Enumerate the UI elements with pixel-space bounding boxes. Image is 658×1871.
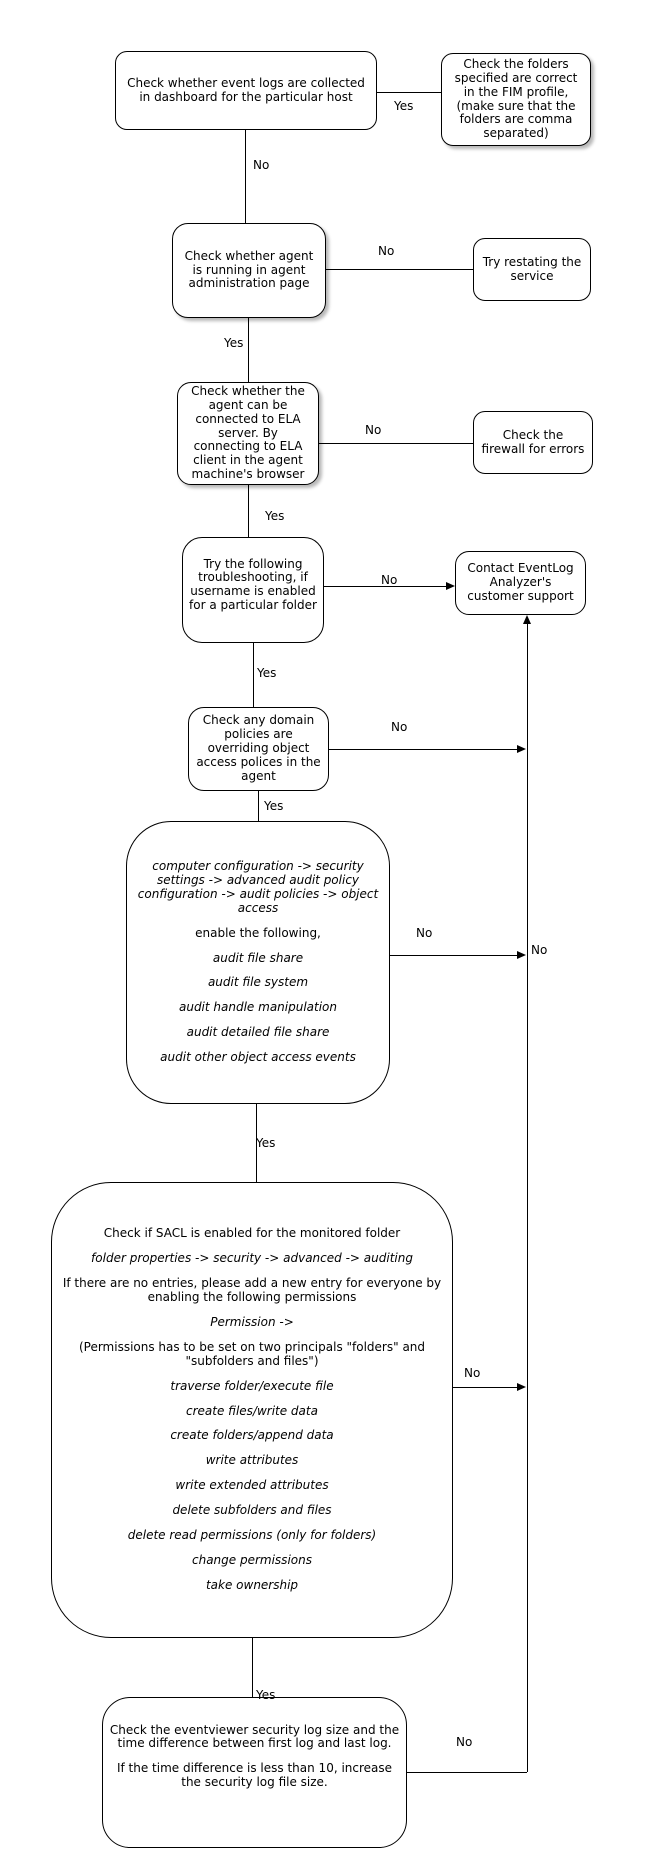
connector-domain-to-collector xyxy=(329,749,517,750)
arrowhead-audit-icon xyxy=(517,950,526,959)
arrowhead-to-contact-icon xyxy=(446,581,455,590)
edge-label-no: No xyxy=(416,926,433,940)
edge-label-no: No xyxy=(365,423,382,437)
edge-label-no: No xyxy=(391,720,408,734)
connector-audit-to-collector xyxy=(390,955,517,956)
node-text: Check if SACL is enabled for the monitor… xyxy=(103,1226,401,1241)
node-ela-connect: Check whether the agent can be connected… xyxy=(177,382,319,485)
node-eventviewer-log-size: Check the eventviewer security log size … xyxy=(102,1697,407,1848)
node-text: audit handle manipulation xyxy=(178,1000,338,1015)
connector-collector-line xyxy=(527,624,528,1772)
node-domain-policies: Check any domain policies are overriding… xyxy=(188,707,329,791)
edge-label-yes: Yes xyxy=(224,336,244,350)
node-text: traverse folder/execute file xyxy=(170,1378,334,1393)
node-text: take ownership xyxy=(205,1577,299,1592)
node-text: create files/write data xyxy=(186,1403,318,1418)
node-text: audit other object access events xyxy=(160,1050,356,1065)
node-text: folder properties -> security -> advance… xyxy=(91,1251,413,1266)
node-sacl-check: Check if SACL is enabled for the monitor… xyxy=(51,1182,453,1638)
connector-collected-to-agent xyxy=(245,130,246,223)
connector-ela-to-troubleshoot xyxy=(248,485,249,537)
node-check-firewall: Check the firewall for errors xyxy=(473,411,593,474)
node-text: delete read permissions (only for folder… xyxy=(127,1528,377,1543)
node-text: audit file share xyxy=(212,950,304,965)
edge-label-no: No xyxy=(253,158,270,172)
edge-label-yes: Yes xyxy=(256,1688,276,1702)
connector-troubleshoot-to-domain xyxy=(253,643,254,707)
connector-troubleshoot-to-contact xyxy=(324,586,446,587)
connector-sacl-to-eventviewer xyxy=(252,1638,253,1697)
connector-collected-to-fim xyxy=(377,92,441,93)
node-text: If there are no entries, please add a ne… xyxy=(62,1276,442,1304)
edge-label-no: No xyxy=(381,573,398,587)
node-text: enable the following, xyxy=(195,925,321,940)
node-restart-service: Try restating the service xyxy=(473,238,591,301)
node-text: write extended attributes xyxy=(175,1478,329,1493)
node-text: computer configuration -> security setti… xyxy=(137,858,379,915)
node-text: delete subfolders and files xyxy=(172,1503,332,1518)
connector-ela-to-firewall xyxy=(319,443,473,444)
arrowhead-domain-icon xyxy=(517,744,526,753)
node-text: Check the folders specified are correct … xyxy=(454,56,578,141)
node-audit-policy-config: computer configuration -> security setti… xyxy=(126,821,390,1104)
connector-domain-to-audit xyxy=(258,791,259,821)
node-event-logs-collected: Check whether event logs are collected i… xyxy=(115,51,377,130)
connector-agent-to-ela xyxy=(248,318,249,382)
connector-audit-to-sacl xyxy=(256,1104,257,1182)
node-agent-running: Check whether agent is running in agent … xyxy=(172,223,326,318)
edge-label-yes: Yes xyxy=(257,666,277,680)
node-text: create folders/append data xyxy=(170,1428,334,1443)
arrowhead-collector-up-icon xyxy=(523,615,531,624)
edge-label-no: No xyxy=(456,1735,473,1749)
edge-label-yes: Yes xyxy=(264,799,284,813)
node-contact-support: Contact EventLog Analyzer's customer sup… xyxy=(455,551,586,615)
node-text: Contact EventLog Analyzer's customer sup… xyxy=(467,561,574,603)
edge-label-no: No xyxy=(531,943,548,957)
edge-label-yes: Yes xyxy=(256,1136,276,1150)
node-text: write attributes xyxy=(205,1453,299,1468)
edge-label-yes: Yes xyxy=(394,99,414,113)
node-text: Try the following troubleshooting, if us… xyxy=(189,556,317,613)
node-text: audit detailed file share xyxy=(186,1025,330,1040)
node-text: Check whether event logs are collected i… xyxy=(127,75,365,104)
connector-sacl-to-collector xyxy=(453,1387,517,1388)
node-text: Try restating the service xyxy=(482,254,582,283)
node-text: Check whether the agent can be connected… xyxy=(191,383,305,482)
node-text: change permissions xyxy=(192,1552,312,1567)
node-text: Check whether agent is running in agent … xyxy=(184,248,314,291)
node-text: If the time difference is less than 10, … xyxy=(116,1761,393,1790)
edge-label-no: No xyxy=(464,1366,481,1380)
node-text: (Permissions has to be set on two princi… xyxy=(78,1339,426,1368)
node-text: Check the eventviewer security log size … xyxy=(109,1722,400,1751)
edge-label-yes: Yes xyxy=(265,509,285,523)
connector-agent-to-restart xyxy=(326,269,473,270)
edge-label-no: No xyxy=(378,244,395,258)
node-text: Permission -> xyxy=(210,1314,294,1329)
node-text: audit file system xyxy=(207,975,309,990)
node-check-fim-folders: Check the folders specified are correct … xyxy=(441,53,591,146)
node-text: Check the firewall for errors xyxy=(481,427,585,456)
node-text: Check any domain policies are overriding… xyxy=(196,713,321,783)
arrowhead-sacl-icon xyxy=(517,1382,526,1391)
connector-eventviewer-to-collector xyxy=(407,1772,527,1773)
node-troubleshooting: Try the following troubleshooting, if us… xyxy=(182,537,324,643)
